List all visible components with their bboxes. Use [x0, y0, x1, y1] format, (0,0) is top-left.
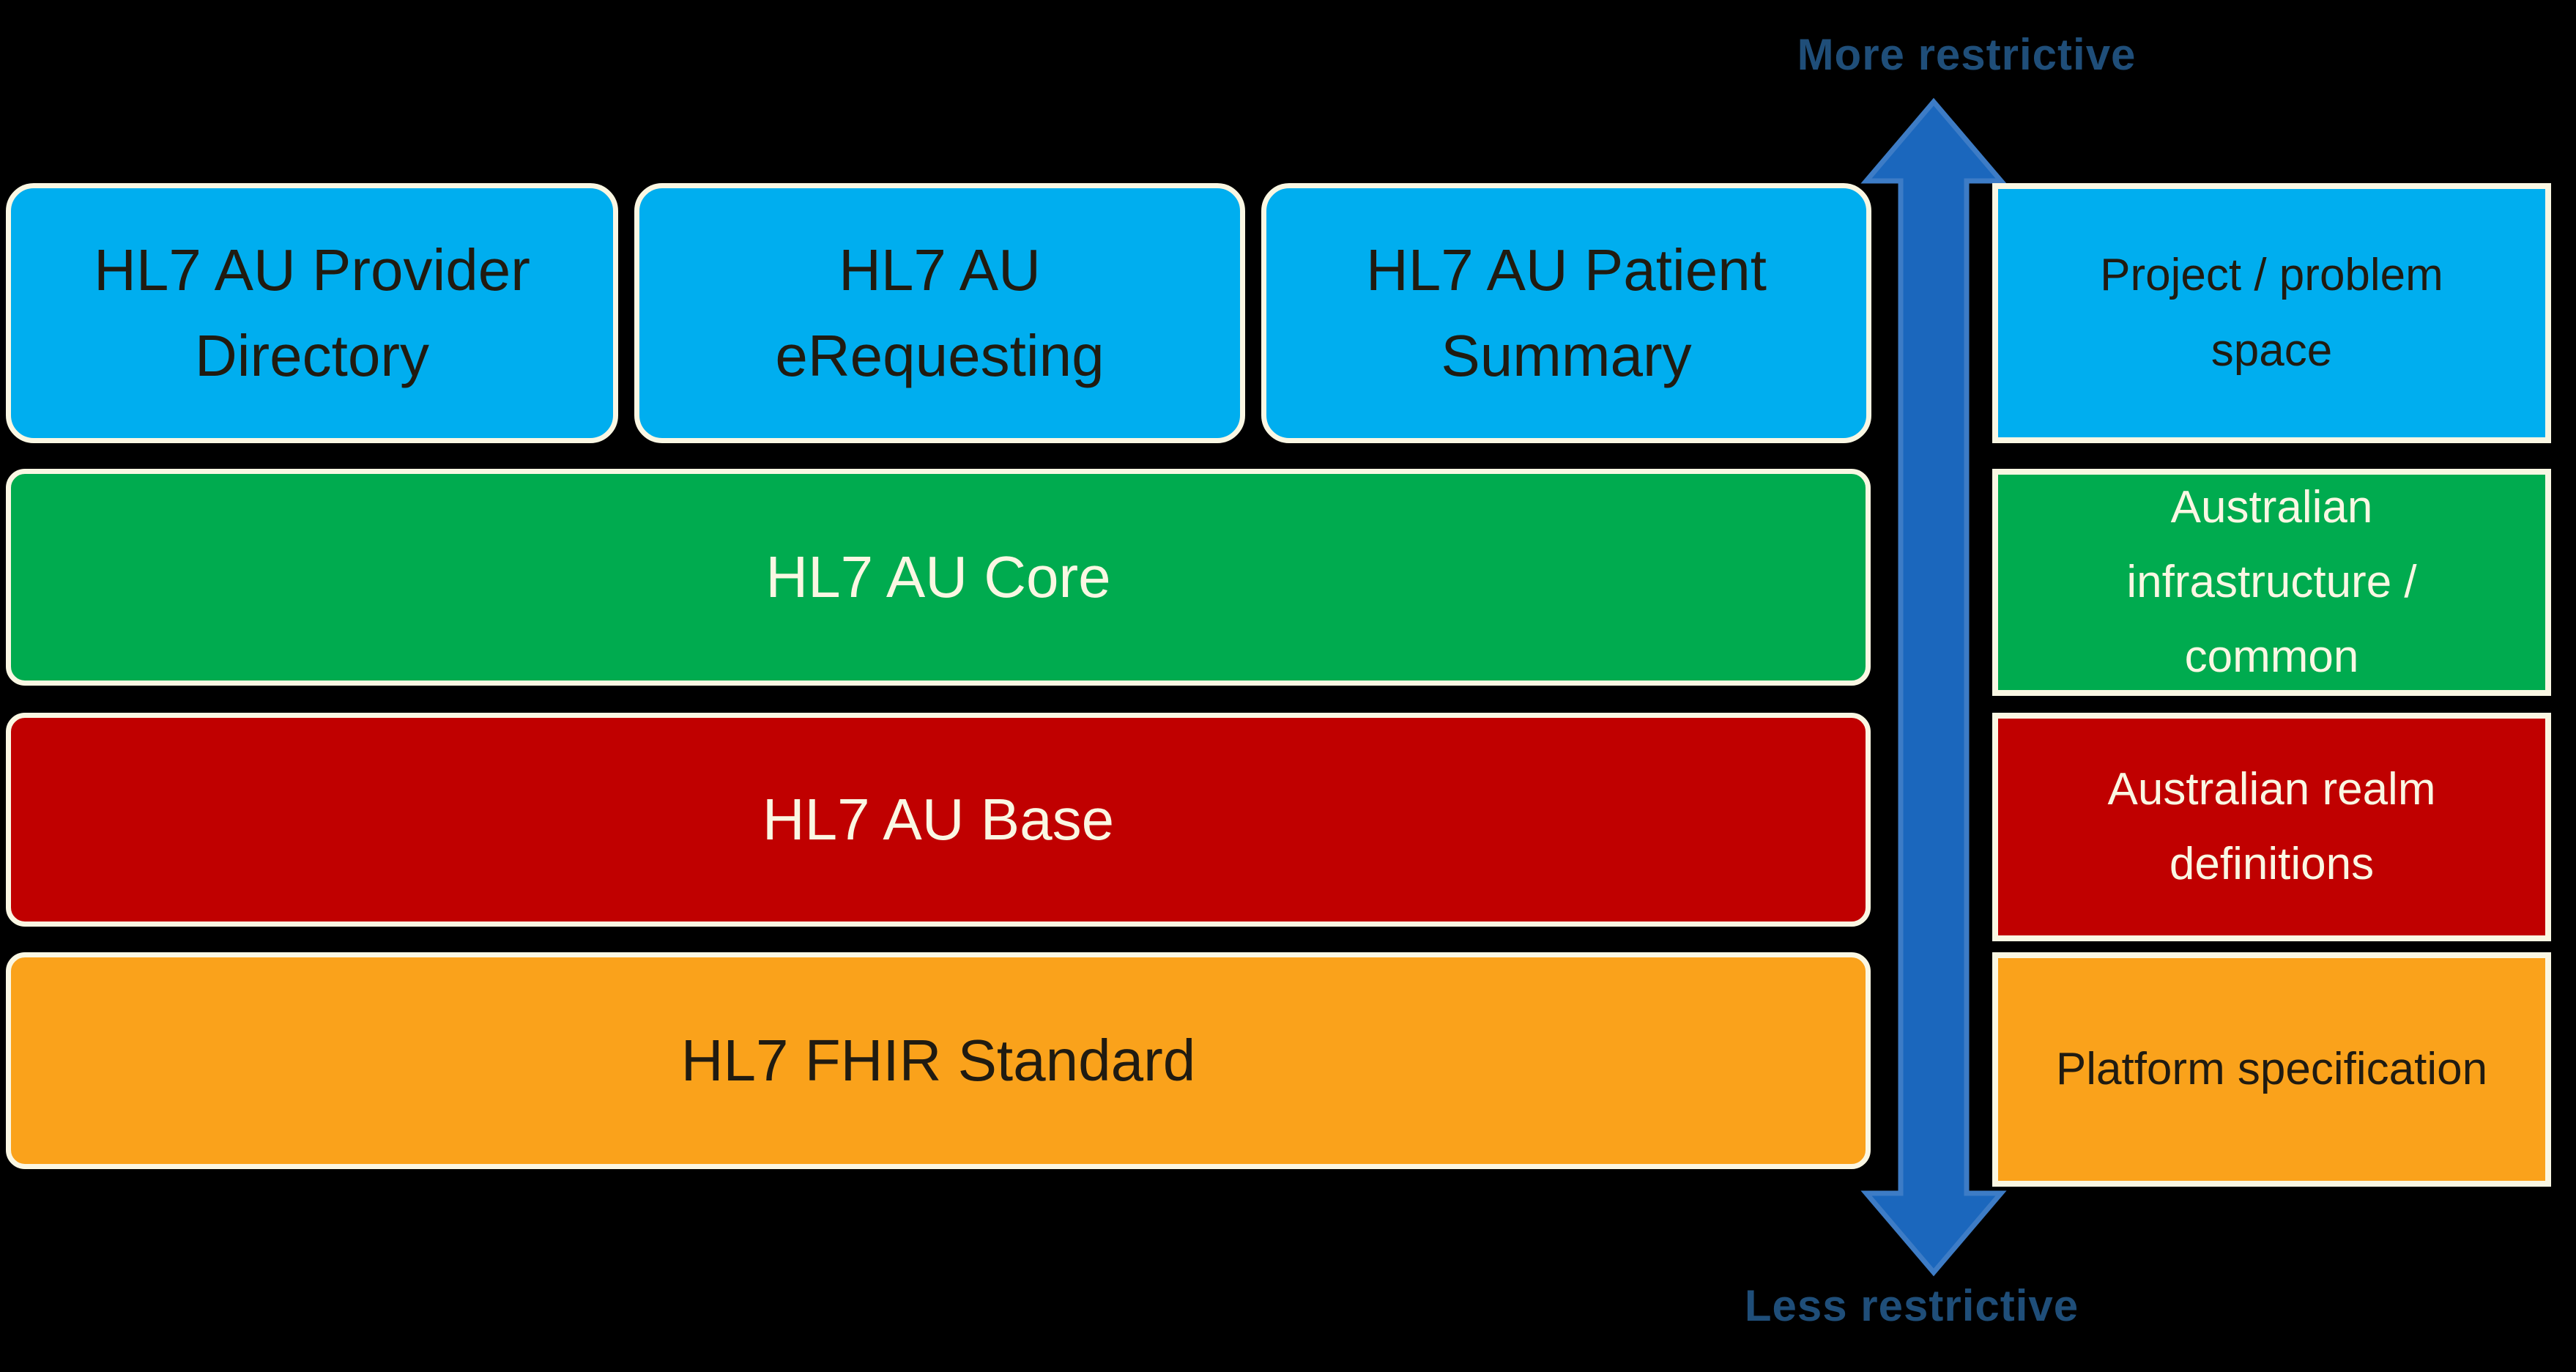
box-hl7-fhir-standard: HL7 FHIR Standard	[6, 952, 1871, 1169]
box-label: HL7 AU Patient Summary	[1366, 237, 1767, 388]
legend-label: Australian infrastructure / common	[2126, 481, 2417, 683]
legend-australian-realm-definitions: Australian realm definitions	[1992, 713, 2551, 941]
box-hl7-au-core: HL7 AU Core	[6, 469, 1871, 686]
legend-project-problem-space: Project / problem space	[1992, 183, 2551, 443]
legend-platform-specification: Platform specification	[1992, 952, 2551, 1187]
box-label: HL7 AU Provider Directory	[94, 237, 530, 388]
box-label: HL7 AU Core	[765, 544, 1111, 609]
double-arrow-shape	[1860, 97, 2007, 1277]
box-label: HL7 AU Base	[762, 786, 1115, 852]
box-label: HL7 FHIR Standard	[680, 1027, 1196, 1093]
box-hl7-au-provider-directory: HL7 AU Provider Directory	[6, 183, 618, 443]
legend-label: Australian realm definitions	[2107, 763, 2436, 889]
legend-label: Platform specification	[2055, 1043, 2488, 1094]
box-hl7-au-patient-summary: HL7 AU Patient Summary	[1261, 183, 1871, 443]
restrictiveness-arrow	[1860, 97, 2007, 1277]
less-restrictive-label: Less restrictive	[1744, 1281, 2079, 1330]
box-label: HL7 AU eRequesting	[775, 237, 1105, 388]
box-hl7-au-erequesting: HL7 AU eRequesting	[634, 183, 1245, 443]
legend-label: Project / problem space	[2100, 250, 2443, 376]
legend-australian-infrastructure-common: Australian infrastructure / common	[1992, 469, 2551, 696]
more-restrictive-label: More restrictive	[1797, 30, 2137, 79]
box-hl7-au-base: HL7 AU Base	[6, 713, 1871, 927]
